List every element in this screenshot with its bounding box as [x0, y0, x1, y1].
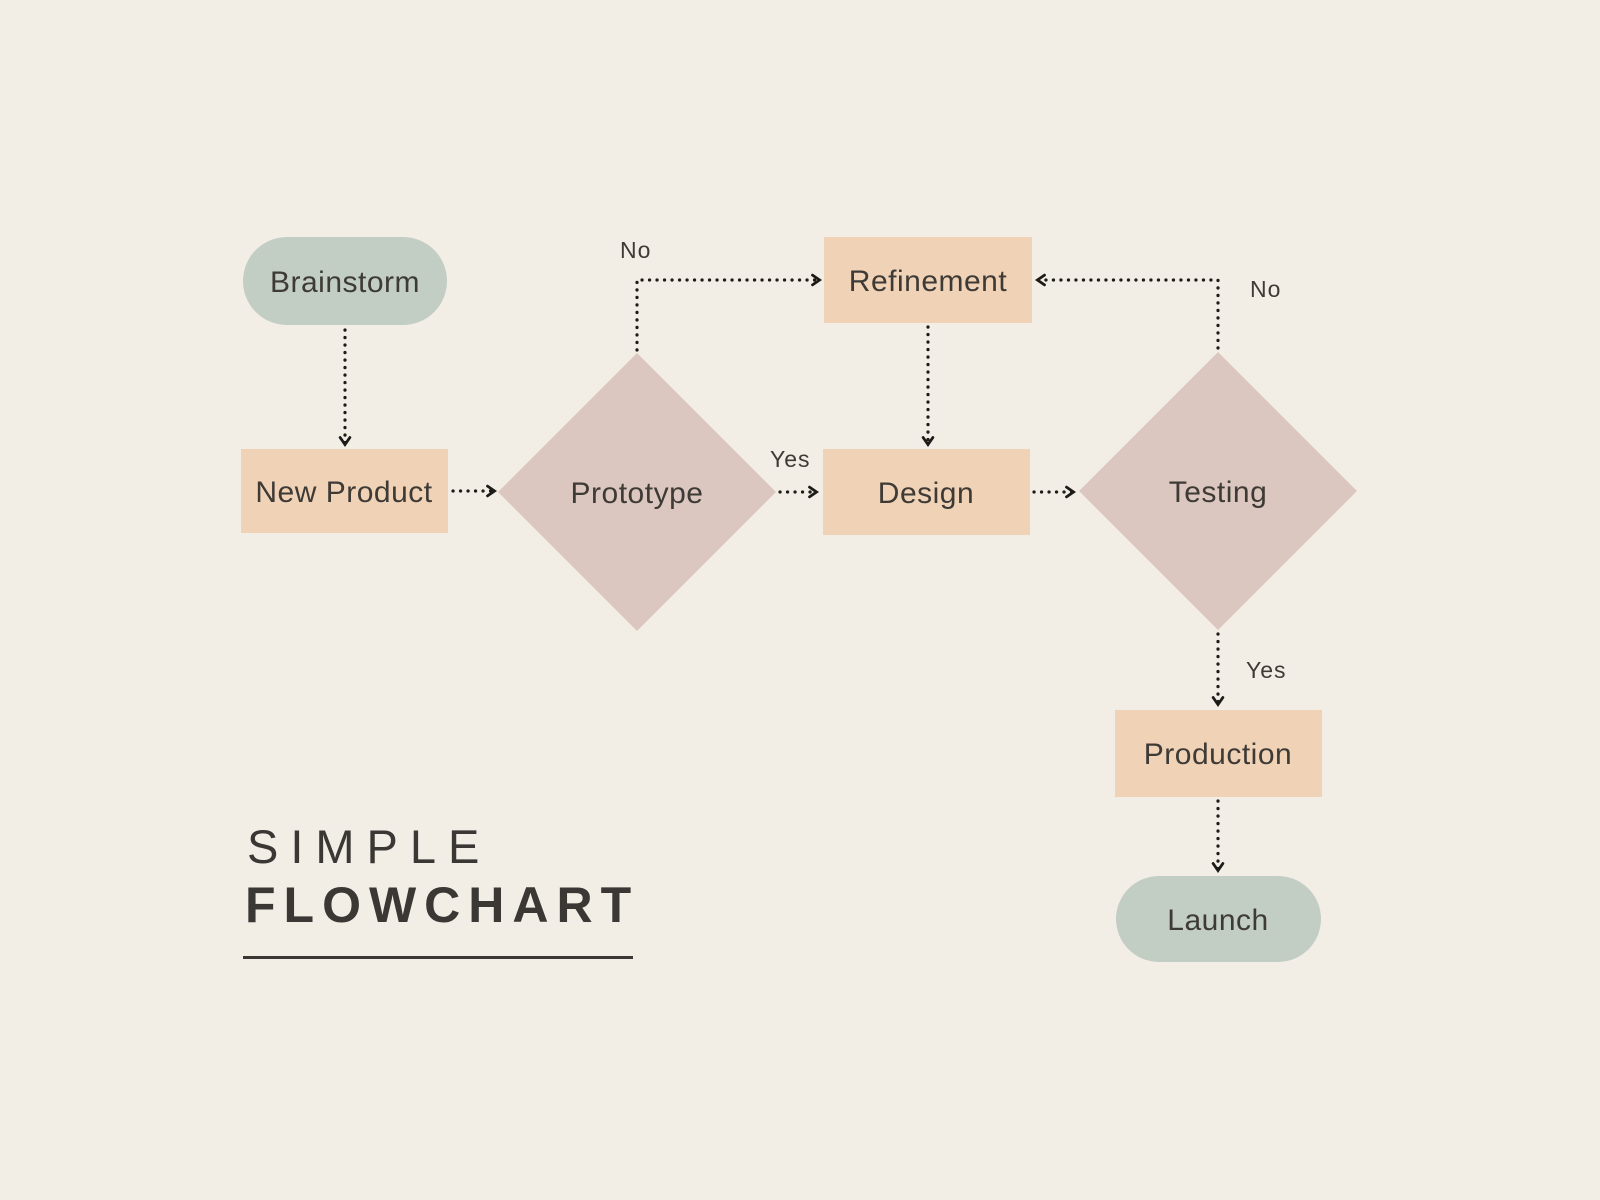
edge-label-prototype-yes: Yes	[770, 446, 811, 472]
edge-label-testing-no: No	[1250, 276, 1281, 302]
title-underline-rule	[243, 956, 633, 959]
node-brainstorm: Brainstorm	[243, 237, 447, 325]
title-block: SIMPLE FLOWCHART	[243, 820, 639, 959]
refinement-label: Refinement	[849, 265, 1008, 298]
testing-diamond-shape	[1079, 352, 1357, 630]
new-product-label: New Product	[255, 476, 432, 509]
prototype-label: Prototype	[571, 477, 704, 510]
node-testing: Testing	[1079, 352, 1357, 630]
edge-testing-no-to-refinement	[1034, 273, 1220, 350]
new-product-rect-shape	[241, 449, 448, 533]
launch-pill-shape	[1116, 876, 1321, 962]
page-title-line2: FLOWCHART	[245, 877, 639, 933]
node-design: Design	[823, 449, 1030, 535]
edge-label-testing-yes: Yes	[1246, 657, 1287, 683]
production-label: Production	[1144, 738, 1292, 771]
page-title-line1: SIMPLE	[247, 820, 491, 873]
design-label: Design	[878, 477, 974, 510]
design-rect-shape	[823, 449, 1030, 535]
testing-label: Testing	[1169, 476, 1268, 509]
edge-prototype-no-to-refinement	[635, 273, 823, 352]
node-prototype: Prototype	[498, 353, 776, 631]
refinement-rect-shape	[824, 237, 1032, 323]
edge-label-prototype-no: No	[620, 237, 651, 263]
node-new-product: New Product	[241, 449, 448, 533]
prototype-diamond-shape	[498, 353, 776, 631]
edge-labels-layer: No Yes No Yes	[620, 237, 1287, 683]
edges-layer	[338, 273, 1225, 874]
brainstorm-pill-shape	[243, 237, 447, 325]
node-launch: Launch	[1116, 876, 1321, 962]
production-rect-shape	[1115, 710, 1322, 797]
launch-label: Launch	[1167, 904, 1268, 937]
node-refinement: Refinement	[824, 237, 1032, 323]
brainstorm-label: Brainstorm	[270, 266, 420, 299]
node-production: Production	[1115, 710, 1322, 797]
